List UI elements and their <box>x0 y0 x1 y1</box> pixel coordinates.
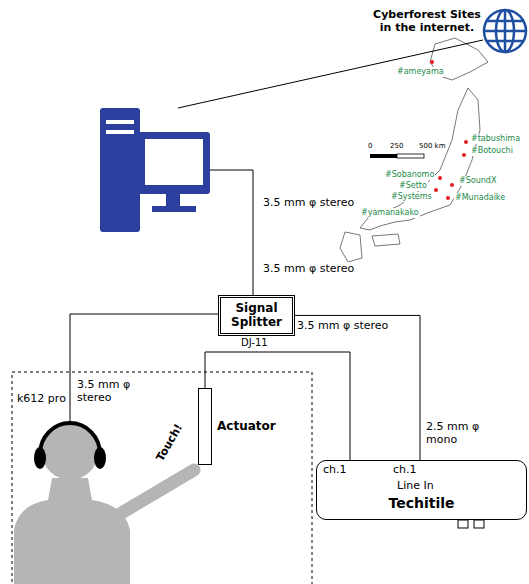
site-dot <box>462 153 466 157</box>
site-dot <box>430 60 434 64</box>
site-name: #SoundX <box>458 176 497 186</box>
headphones <box>34 423 106 469</box>
globe-parallel <box>487 40 523 43</box>
action-note: Touch! <box>153 421 186 465</box>
monitor-screen <box>145 139 203 185</box>
site-dot <box>438 176 442 180</box>
shikoku-outline <box>372 234 400 246</box>
output-jack <box>474 520 484 528</box>
network-link <box>178 40 483 108</box>
globe-parallel <box>484 30 526 33</box>
japan-map <box>340 38 488 262</box>
site-dot <box>446 196 450 200</box>
scale-bar <box>370 154 397 158</box>
scale-value: 0 <box>367 142 373 150</box>
signal-splitter: Signal SplitterDJ-11 <box>218 295 295 336</box>
channel-label: ch.1 <box>322 463 348 476</box>
site-dot <box>450 183 454 187</box>
ear-cup <box>34 447 46 469</box>
ear-cup <box>94 447 106 469</box>
computer-icon <box>100 108 210 232</box>
cable-spec: 2.5 mm φ mono <box>425 420 489 446</box>
cable-spec: 3.5 mm φ stereo <box>262 262 355 275</box>
cable-spec: 3.5 mm φ stereo <box>262 196 355 209</box>
site-dot <box>464 140 468 144</box>
person-body <box>14 478 130 584</box>
audio-cable <box>210 170 253 295</box>
scale-value: 500 km <box>418 142 446 150</box>
actuator: Actuator <box>198 388 212 465</box>
scale-value: 250 <box>389 142 404 150</box>
cable-spec: 3.5 mm φ stereo <box>76 378 140 404</box>
device-name: Signal Splitter <box>221 298 292 330</box>
monitor-stand <box>166 194 180 206</box>
site-name: #Botouchi <box>470 146 514 156</box>
globe-icon <box>484 10 526 52</box>
globe-outline <box>484 10 526 52</box>
monitor <box>138 132 210 194</box>
site-name: #yamanakako <box>360 208 420 218</box>
map-title: Cyberforest Sites in the internet. <box>372 8 482 34</box>
globe-parallel <box>487 20 523 23</box>
signal-cable <box>205 352 350 460</box>
port-label: Line In <box>397 479 434 492</box>
drive-slot <box>106 120 134 124</box>
honshu-outline <box>360 88 480 230</box>
output-jack <box>458 520 468 528</box>
drive-slot <box>106 130 134 134</box>
scale-bar <box>397 154 424 158</box>
headphone-band <box>40 423 100 454</box>
device-name: Actuator <box>217 419 276 433</box>
model-number: DJ-11 <box>241 337 268 349</box>
device-name: Techitile <box>317 495 526 512</box>
site-name: #ameyama <box>396 67 445 77</box>
pc-tower <box>100 108 140 232</box>
cable-spec: 3.5 mm φ stereo <box>296 319 389 332</box>
site-name: #Munadaike <box>454 193 506 203</box>
haptic-device: Line In Techitile <box>316 460 527 520</box>
signal-cable <box>295 315 420 460</box>
site-dot <box>434 188 438 192</box>
kyushu-outline <box>340 232 362 262</box>
site-name: #Sobanomo <box>384 170 435 180</box>
person-arm <box>118 470 194 515</box>
monitor-base <box>152 206 196 212</box>
site-name: #Systems <box>390 192 433 202</box>
channel-label: ch.1 <box>392 463 418 476</box>
site-name: #Setto <box>398 181 428 191</box>
headphone-model: k612 pro <box>16 392 67 405</box>
audio-cable <box>70 314 218 422</box>
site-name: #tabushima <box>470 134 521 144</box>
